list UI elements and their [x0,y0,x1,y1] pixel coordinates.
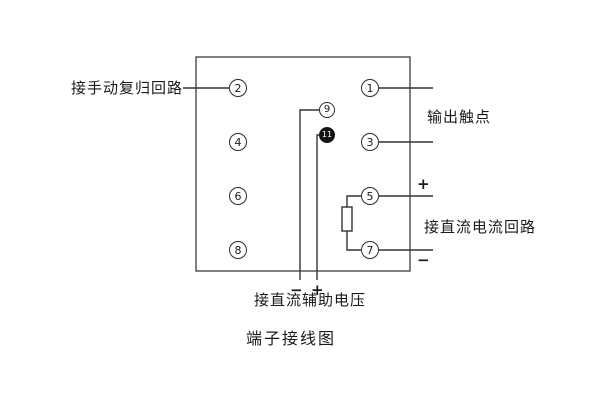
polarity-aux-minus: − [290,281,303,299]
terminal-5: 5 [361,187,379,205]
label-output-contacts: 输出触点 [427,108,492,126]
terminal-1: 1 [361,79,379,97]
terminal-6: 6 [229,187,247,205]
polarity-current-plus: + [417,175,430,193]
polarity-current-minus: − [417,251,430,269]
label-dc-aux-voltage: 接直流辅助电压 [254,291,367,309]
terminal-8: 8 [229,241,247,259]
polarity-aux-plus: + [311,281,324,299]
terminal-9: 9 [319,102,335,118]
terminal-3: 3 [361,133,379,151]
terminal-11: 11 [319,127,335,143]
terminal-7: 7 [361,241,379,259]
label-dc-current-loop: 接直流电流回路 [424,218,537,236]
resistor-symbol [341,206,353,232]
terminal-2: 2 [229,79,247,97]
wire-aux-plus [316,134,319,280]
terminal-4: 4 [229,133,247,151]
diagram-title: 端子接线图 [246,329,337,348]
wire-aux-minus [299,109,319,280]
label-manual-reset-loop: 接手动复归回路 [70,79,183,97]
terminal-block-outline [195,56,411,272]
